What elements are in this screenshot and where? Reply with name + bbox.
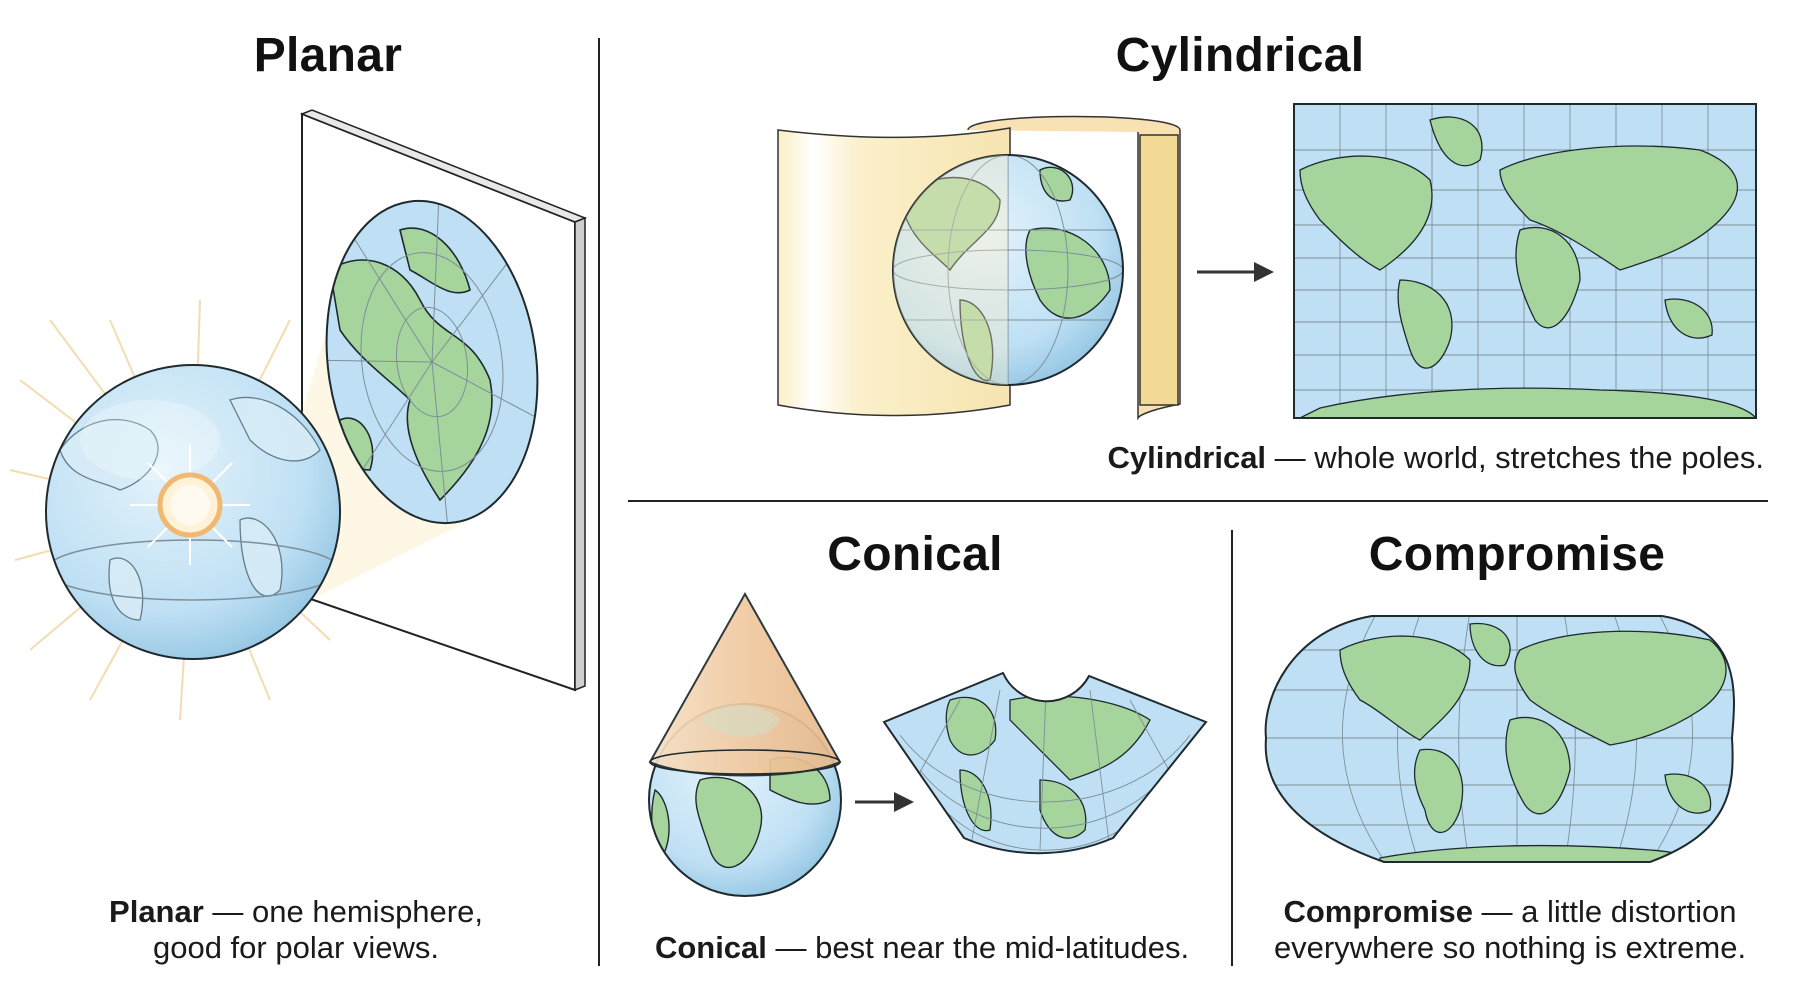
conical-arrow-icon — [855, 792, 914, 812]
conical-caption-rest: — best near the mid-latitudes. — [766, 930, 1190, 965]
planar-title: Planar — [253, 29, 403, 82]
vertical-divider-left — [598, 38, 600, 966]
planar-caption-line1: — one hemisphere, — [203, 894, 483, 929]
compromise-title: Compromise — [1368, 528, 1666, 581]
mercator-map — [1293, 103, 1757, 419]
horizontal-divider — [628, 500, 1768, 502]
cylindrical-caption: Cylindrical — whole world, stretches the… — [1108, 440, 1764, 476]
compromise-caption: Compromise — a little distortion everywh… — [1274, 894, 1746, 966]
conical-caption-bold: Conical — [654, 930, 767, 965]
compromise-caption-bold: Compromise — [1283, 894, 1473, 929]
cylindrical-globe — [892, 154, 1124, 386]
cylindrical-caption-bold: Cylindrical — [1107, 440, 1267, 475]
planar-caption: Planar — one hemisphere, good for polar … — [109, 894, 483, 966]
planar-caption-bold: Planar — [109, 894, 204, 929]
vertical-divider-bottom — [1231, 530, 1233, 966]
conical-title: Conical — [827, 528, 1003, 581]
cone-paper — [648, 591, 842, 777]
robinson-map — [1264, 615, 1735, 863]
cylindrical-title: Cylindrical — [1115, 29, 1365, 82]
conic-fan-map — [882, 671, 1208, 855]
conical-caption: Conical — best near the mid-latitudes. — [655, 930, 1189, 966]
compromise-caption-line2: everywhere so nothing is extreme. — [1273, 930, 1747, 965]
light-source-icon — [130, 445, 250, 565]
cylindrical-caption-rest: — whole world, stretches the poles. — [1266, 440, 1764, 475]
azimuthal-map — [306, 187, 558, 537]
cylindrical-arrow-icon — [1197, 262, 1274, 282]
planar-caption-line2: good for polar views. — [152, 930, 440, 965]
compromise-caption-line1: — a little distortion — [1472, 894, 1737, 929]
